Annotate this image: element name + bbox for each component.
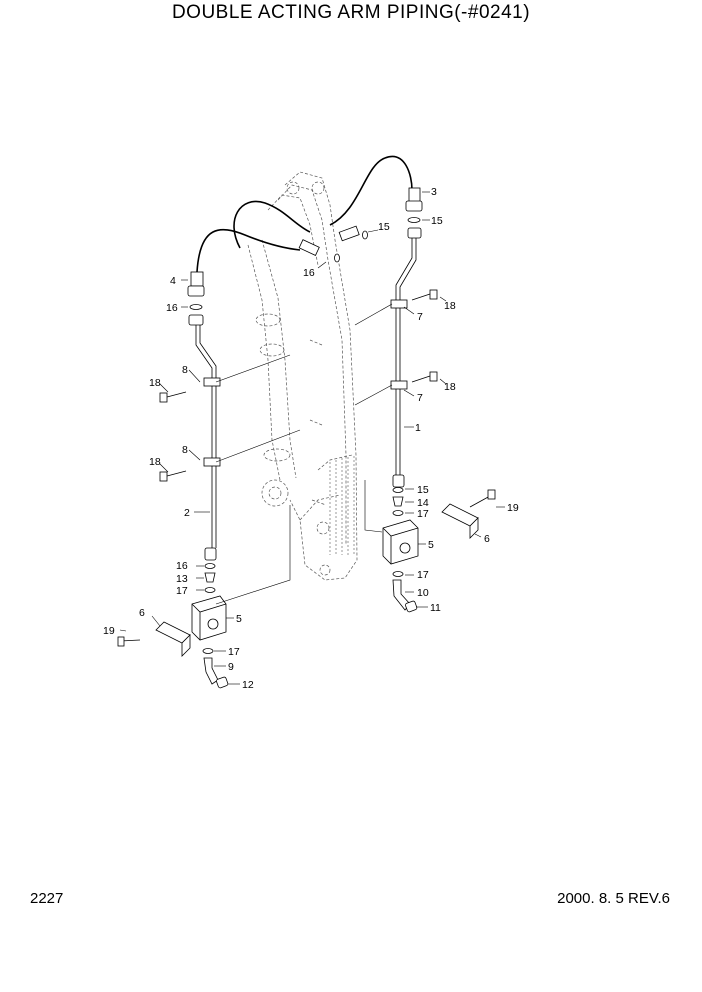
callout-7: 7 <box>417 311 423 323</box>
callout-17: 17 <box>228 646 240 658</box>
callout-16: 16 <box>303 267 315 279</box>
callout-15: 15 <box>417 484 429 496</box>
page-title: DOUBLE ACTING ARM PIPING(-#0241) <box>171 2 531 23</box>
callout-4: 4 <box>170 275 176 287</box>
callout-18: 18 <box>149 456 161 468</box>
callout-17: 17 <box>417 569 429 581</box>
callout-5: 5 <box>428 539 434 551</box>
callout-labels: 3 15 15 16 4 16 18 7 18 7 8 18 1 8 18 15… <box>103 186 519 691</box>
right-pipe-assembly <box>382 187 496 613</box>
callout-6: 6 <box>139 607 145 619</box>
callout-7: 7 <box>417 392 423 404</box>
callout-11: 11 <box>430 602 441 614</box>
callout-5: 5 <box>236 613 242 625</box>
callout-9: 9 <box>228 661 234 673</box>
callout-19: 19 <box>103 625 115 637</box>
callout-2: 2 <box>184 507 190 519</box>
callout-17: 17 <box>176 585 188 597</box>
callout-18: 18 <box>444 300 456 312</box>
callout-19: 19 <box>507 502 519 514</box>
callout-3: 3 <box>431 186 437 198</box>
callout-15: 15 <box>431 215 443 227</box>
callout-17: 17 <box>417 508 429 520</box>
callout-13: 13 <box>176 573 188 585</box>
page-number: 2227 <box>30 890 64 907</box>
arm-cylinder <box>247 239 297 507</box>
callout-8: 8 <box>182 364 188 376</box>
callout-15: 15 <box>378 221 390 233</box>
leader-lines <box>119 191 505 685</box>
callout-14: 14 <box>417 497 429 509</box>
left-pipe-assembly <box>117 271 229 689</box>
arm-body <box>267 171 358 581</box>
callout-10: 10 <box>417 587 429 599</box>
callout-12: 12 <box>242 679 254 691</box>
callout-16: 16 <box>176 560 188 572</box>
arm-ribs <box>329 456 355 555</box>
callout-18: 18 <box>149 377 161 389</box>
callout-1: 1 <box>415 422 421 434</box>
callout-8: 8 <box>182 444 188 456</box>
hoses <box>196 155 413 273</box>
revision-date: 2000. 8. 5 REV.6 <box>557 890 670 907</box>
hose-fittings <box>298 225 368 263</box>
callout-6: 6 <box>484 533 490 545</box>
callout-16: 16 <box>166 302 178 314</box>
callout-18: 18 <box>444 381 456 393</box>
